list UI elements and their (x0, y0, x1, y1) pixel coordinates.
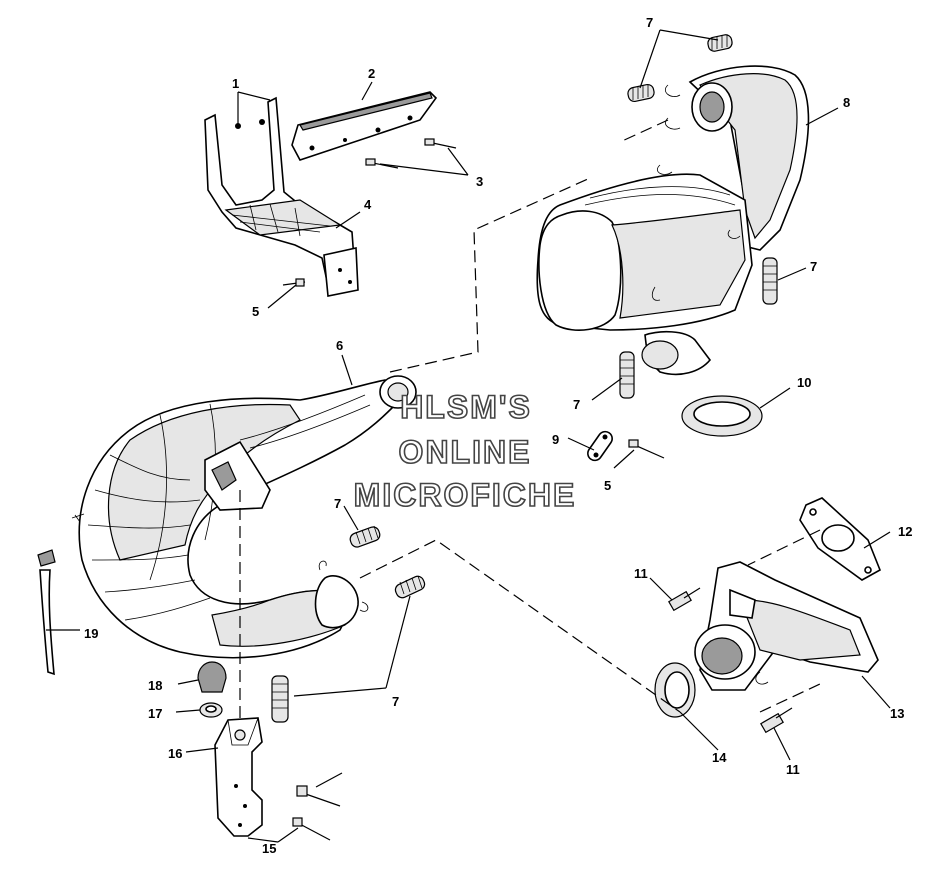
gasket-ring-part-10 (681, 395, 763, 437)
spring-part-7-lower (271, 675, 289, 723)
callout-17: 17 (148, 706, 162, 721)
mounting-bracket-part-4 (204, 96, 359, 297)
callout-7-right: 7 (810, 259, 817, 274)
spring-part-7-right (762, 257, 778, 305)
callout-5-lower: 5 (604, 478, 611, 493)
callout-15: 15 (262, 841, 276, 856)
strap-part-19 (37, 549, 56, 676)
callout-5-upper: 5 (252, 304, 259, 319)
callout-9: 9 (552, 432, 559, 447)
callout-14: 14 (712, 750, 727, 765)
spring-part-7-top-left (627, 83, 655, 103)
callout-7-lower: 7 (392, 694, 399, 709)
spring-part-7-top-right (707, 34, 733, 52)
watermark-line-1: HLSM'S (400, 389, 532, 425)
screw-part-5-upper (282, 278, 306, 287)
link-plate-part-9 (587, 430, 613, 462)
callout-13: 13 (890, 706, 904, 721)
washer-part-17 (199, 702, 223, 718)
muffler-part-8 (536, 65, 810, 376)
callout-8: 8 (843, 95, 850, 110)
callout-11-lower: 11 (786, 762, 800, 777)
screws-part-3 (365, 138, 457, 169)
expansion-chamber-part-6 (71, 375, 417, 659)
callout-4: 4 (364, 197, 372, 212)
spring-part-7-lower-right (394, 575, 426, 599)
gasket-part-12 (799, 497, 882, 581)
watermark-line-3: MICROFICHE (354, 477, 577, 513)
callout-1: 1 (232, 76, 239, 91)
exhaust-manifold-part-13 (694, 561, 879, 691)
watermark: HLSM'S ONLINE MICROFICHE (353, 388, 577, 514)
fasteners-part-15 (292, 772, 343, 841)
callout-labels: 1 2 3 4 5 6 7 8 7 7 10 9 5 7 7 19 18 17 … (84, 15, 912, 856)
spring-part-7-center (349, 525, 381, 548)
callout-19: 19 (84, 626, 98, 641)
callout-7-top: 7 (646, 15, 653, 30)
callout-18: 18 (148, 678, 162, 693)
callout-3: 3 (476, 174, 483, 189)
callout-12: 12 (898, 524, 912, 539)
callout-10: 10 (797, 375, 811, 390)
leader-lines (46, 29, 891, 843)
callout-11-upper: 11 (634, 566, 648, 581)
gasket-part-14 (654, 662, 696, 718)
screw-part-5-lower (628, 439, 665, 459)
watermark-line-2: ONLINE (399, 434, 532, 470)
callout-7-middle: 7 (573, 397, 580, 412)
alignment-dashed-lines (239, 119, 821, 720)
callout-6: 6 (336, 338, 343, 353)
heat-shield-part-2 (291, 91, 438, 161)
bolt-part-11-upper (668, 587, 701, 612)
bolt-part-11-lower (760, 707, 793, 734)
support-bracket-part-16 (214, 717, 263, 837)
callout-7-center: 7 (334, 496, 341, 511)
rubber-bumper-part-18 (197, 661, 227, 693)
callout-2: 2 (368, 66, 375, 81)
spring-part-7-middle (619, 351, 635, 399)
callout-16: 16 (168, 746, 182, 761)
